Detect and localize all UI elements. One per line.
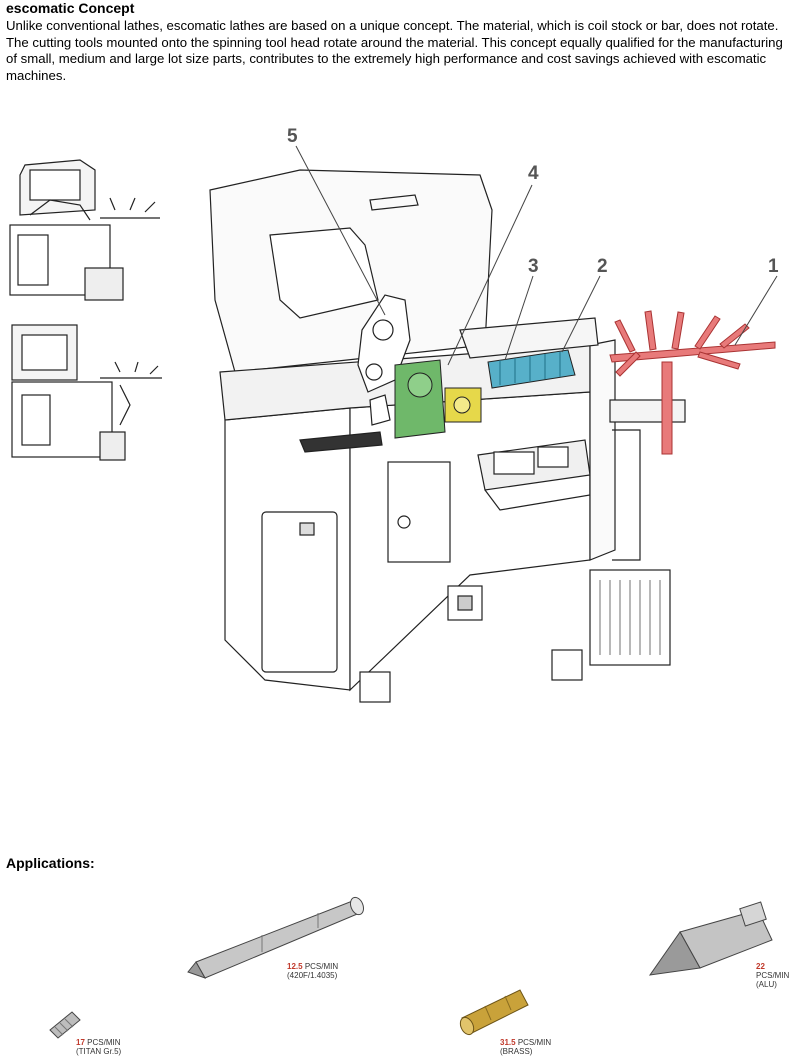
rate-value: 31.5 <box>500 1038 516 1047</box>
callout-5: 5 <box>287 126 298 147</box>
part-steel-pin <box>187 896 365 979</box>
leader-line-3 <box>504 275 534 361</box>
rate-unit: PCS/MIN <box>87 1038 121 1047</box>
material-label: (420F/1.4035) <box>287 971 338 980</box>
intro-paragraph: Unlike conventional lathes, escomatic la… <box>6 18 783 83</box>
caption-alu-cone: 22 PCS/MIN (ALU) <box>756 962 800 989</box>
component-yellow-unit <box>444 387 482 423</box>
leader-line-1 <box>734 275 778 346</box>
leader-line-4 <box>447 184 533 366</box>
rate-unit: PCS/MIN <box>756 971 790 980</box>
part-brass <box>459 989 529 1036</box>
rate-unit: PCS/MIN <box>517 1038 552 1047</box>
leader-line-2 <box>561 275 601 353</box>
thumbnail-machine-bottom <box>11 324 162 461</box>
caption-titan-screw: 17 PCS/MIN (TITAN Gr.5) <box>76 1038 121 1056</box>
component-3-tool-head <box>487 349 576 389</box>
material-label: (BRASS) <box>500 1047 533 1056</box>
rate-unit: PCS/MIN <box>304 962 339 971</box>
applications-heading: Applications: <box>6 855 95 871</box>
caption-steel-pin: 12.5 PCS/MIN (420F/1.4035) <box>287 962 338 980</box>
callout-3: 3 <box>528 256 539 277</box>
callout-4: 4 <box>528 163 539 184</box>
machine-illustration <box>9 145 778 703</box>
page-title: escomatic Concept <box>6 0 135 16</box>
rate-value: 17 <box>76 1038 85 1047</box>
rate-value: 22 <box>756 962 765 971</box>
material-label: (TITAN Gr.5) <box>76 1047 122 1056</box>
callout-1: 1 <box>768 256 779 277</box>
rate-value: 12.5 <box>287 962 303 971</box>
material-label: (ALU) <box>756 980 777 989</box>
part-titan-screw <box>49 1011 81 1039</box>
thumbnail-machine-top <box>9 159 160 301</box>
component-4-green-unit <box>394 359 446 439</box>
part-alu-cone <box>648 901 773 976</box>
component-1-bar-feeder <box>609 310 776 455</box>
caption-brass: 31.5 PCS/MIN (BRASS) <box>500 1038 551 1056</box>
leader-line-5 <box>295 145 386 316</box>
callout-2: 2 <box>597 256 608 277</box>
